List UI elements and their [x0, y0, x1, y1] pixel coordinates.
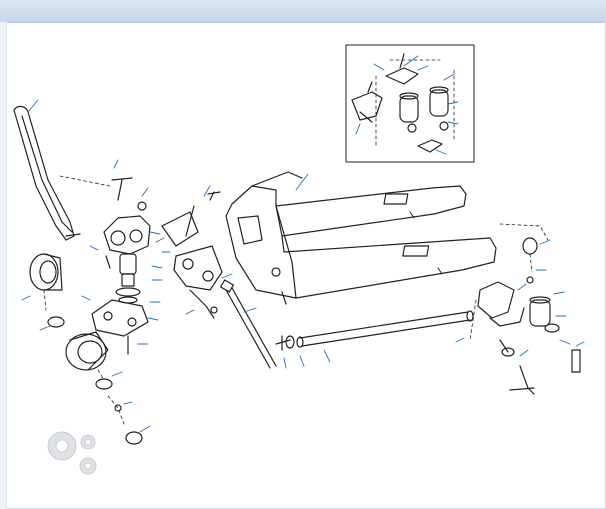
push-bar [275, 310, 474, 369]
left-border [0, 22, 7, 509]
handle-assembly [13, 99, 111, 241]
pump-assembly [81, 159, 163, 355]
fork-frame [225, 171, 497, 305]
inset-detail [345, 44, 475, 163]
title-bar [0, 0, 606, 23]
steer-wheel-upper [21, 253, 65, 331]
lift-bracket [155, 185, 233, 319]
push-rod [220, 279, 277, 369]
gear-icon [47, 431, 97, 475]
load-roller-assembly [455, 223, 585, 395]
steer-wheel-lower [65, 331, 151, 445]
